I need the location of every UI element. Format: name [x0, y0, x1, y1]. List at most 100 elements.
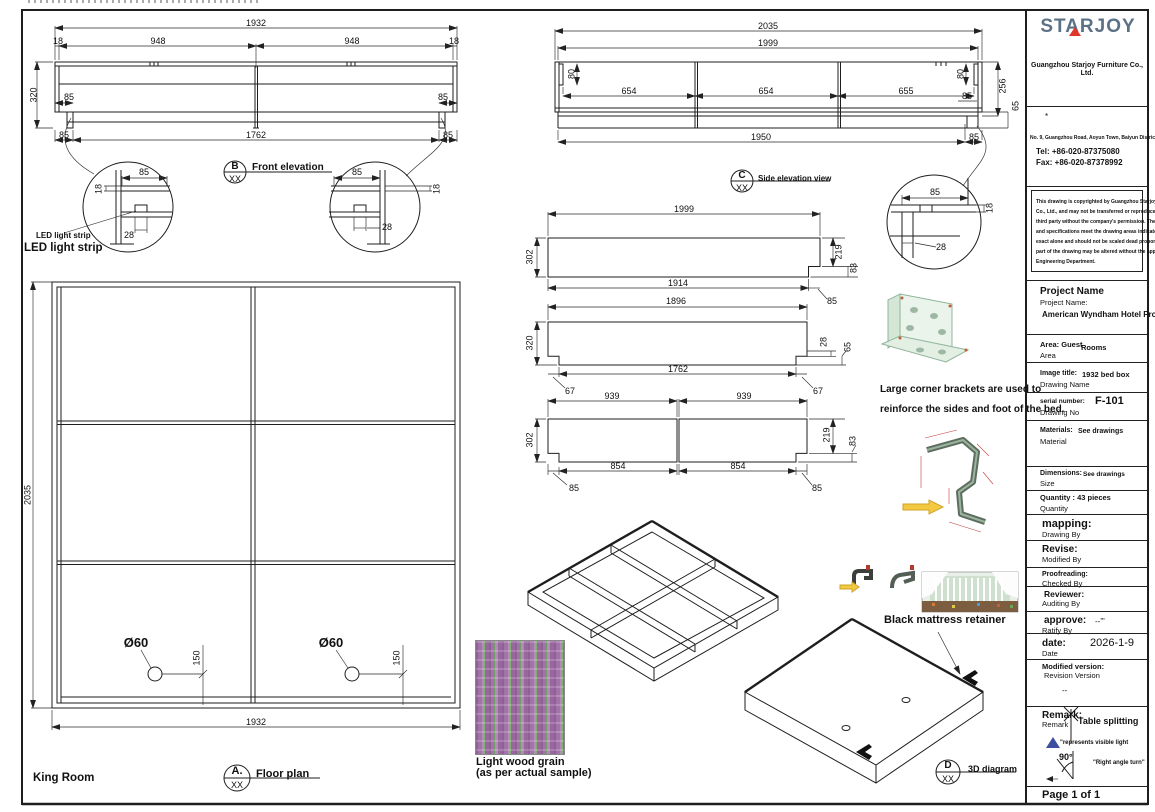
fax-line: Fax: +86-020-87378992 [1036, 158, 1123, 167]
callout-d-letter: D [944, 760, 952, 771]
remark-table-splitting: Table splitting [1078, 716, 1139, 726]
dim-label: 302 [524, 432, 535, 448]
iso-slab-drawing [744, 617, 1016, 785]
materials-value: See drawings [1078, 428, 1124, 435]
copyright-line: third party without the company's permis… [1036, 219, 1155, 225]
image-title-sublabel: Drawing Name [1040, 380, 1090, 389]
wood-grain-swatch [475, 640, 565, 755]
dim-label: 85 [811, 483, 823, 494]
dim-label: 654 [758, 86, 774, 97]
dim-label: 83 [848, 262, 859, 274]
dim-label: 85 [826, 296, 838, 307]
dim-label: 67 [564, 386, 576, 397]
callout-c-letter: C [738, 170, 746, 181]
dim-label: 85 [58, 130, 70, 141]
date-value: 2026-1-9 [1090, 637, 1135, 649]
copyright-line: part of the drawing may be altered witho… [1036, 249, 1155, 255]
front-elevation-drawing [34, 25, 458, 253]
retainer-clip-icons [839, 565, 915, 593]
dim-label: 85 [351, 167, 363, 178]
proofreading-sublabel: Checked By [1042, 579, 1083, 588]
dim-label: 219 [833, 244, 844, 260]
dim-label: 18 [52, 36, 64, 47]
dim-label: 85 [442, 130, 454, 141]
remark-symbols [1046, 706, 1079, 782]
dim-label: 85 [968, 132, 980, 143]
dim-label: 85 [929, 187, 941, 198]
dim-label: 2035 [22, 484, 33, 506]
revise-sublabel: Modified By [1042, 555, 1082, 564]
dim-label: 2035 [757, 21, 779, 32]
materials-sublabel: Material [1040, 437, 1067, 446]
quantity-sublabel: Quantity [1040, 504, 1068, 513]
dim-label: 219 [821, 427, 832, 443]
callout-a-letter: A. [231, 765, 243, 777]
callout-b-letter: B [231, 161, 239, 172]
modified-version-value: -- [1062, 686, 1068, 695]
dim-label: 28 [381, 222, 393, 233]
callout-a-sub: XX [230, 780, 243, 790]
visible-light-triangle-icon [1046, 737, 1060, 748]
dim-label: 150 [191, 650, 202, 666]
z-bracket-photo [902, 429, 994, 533]
area-sublabel: Area [1040, 351, 1056, 360]
area-value: Rooms [1081, 343, 1107, 352]
proofreading-label: Proofreading: [1042, 571, 1088, 578]
remark-sublabel: Remark [1042, 720, 1069, 729]
serial-number-value: F-101 [1095, 395, 1124, 407]
reviewer-label: Reviewer: [1044, 589, 1085, 599]
clipped-top-text [28, 0, 258, 3]
page-number: Page 1 of 1 [1042, 789, 1101, 801]
date-sublabel: Date [1042, 649, 1058, 658]
dim-label: 854 [610, 461, 626, 472]
dim-label: 80 [566, 68, 577, 80]
project-name-value: American Wyndham Hotel Project [1042, 310, 1155, 319]
dim-label: 1932 [245, 18, 267, 29]
image-title-value: 1932 bed box [1082, 370, 1130, 379]
serial-number-label: serial number: [1040, 398, 1085, 405]
dim-label: 948 [344, 36, 360, 47]
floor-plan-drawing [30, 281, 461, 792]
mattress-retainer-label: Black mattress retainer [884, 614, 1006, 626]
approve-sublabel: Ratify By [1042, 626, 1073, 635]
dim-label: 1896 [665, 296, 687, 307]
project-name-label: Project Name [1040, 286, 1104, 297]
wood-grain-label-line2: (as per actual sample) [476, 767, 592, 779]
dim-label: 948 [150, 36, 166, 47]
copyright-box [1031, 190, 1143, 272]
dim-label: 1999 [757, 38, 779, 49]
wood-grain-label-line1: Light wood grain [476, 756, 565, 768]
starjoy-logo: STARJOY [1040, 16, 1136, 37]
modified-version-label: Modified version: [1042, 662, 1105, 671]
sheet-border [21, 9, 1149, 806]
copyright-line: Co., Ltd., and may not be transferred or… [1036, 209, 1155, 215]
company-address: No. 9, Guangzhou Road, Aoyun Town, Baiyu… [1030, 135, 1155, 141]
mapping-sublabel: Drawing By [1042, 530, 1081, 539]
dim-label: 28 [935, 242, 947, 253]
dim-label: 85 [961, 91, 973, 102]
dim-label: 1999 [673, 204, 695, 215]
dimensions-value: See drawings [1083, 471, 1125, 478]
corner-bracket-note-line1: Large corner brackets are used to [880, 384, 1042, 395]
mattress-retainer-clips [856, 670, 978, 760]
company-name: Guangzhou Starjoy Furniture Co., Ltd. [1031, 62, 1143, 78]
dim-label: 67 [812, 386, 824, 397]
remark-label: Remark: [1042, 710, 1083, 721]
dim-label: 320 [28, 87, 39, 103]
materials-label: Materials: [1040, 427, 1073, 434]
dim-label: 65 [1010, 100, 1021, 112]
address-bullet: * [1045, 112, 1049, 121]
dim-label: 28 [123, 230, 135, 241]
modified-version-sublabel: Revision Version [1044, 671, 1100, 680]
remark-right-angle-turn: "Right angle turn" [1093, 760, 1145, 766]
dim-label: 654 [621, 86, 637, 97]
corner-bracket-photo [880, 293, 970, 363]
copyright-line: exact alone and should not be scaled dea… [1036, 239, 1155, 245]
dim-label: 1914 [667, 278, 689, 289]
callout-d-label: 3D diagram [968, 764, 1018, 774]
remark-90deg: 90° [1059, 752, 1073, 762]
dim-label: 85 [138, 167, 150, 178]
reviewer-sublabel: Auditing By [1042, 599, 1080, 608]
image-title-label: Image title: [1040, 370, 1077, 377]
